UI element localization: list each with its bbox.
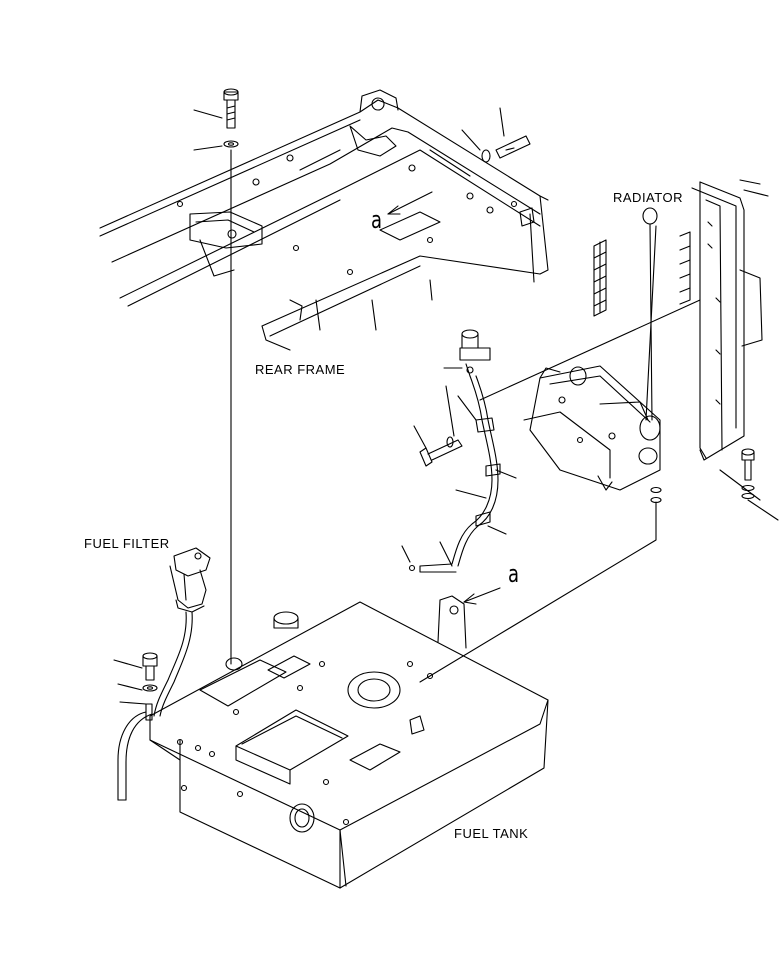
- radiator-tank-mount: [420, 300, 700, 682]
- fuel-hose-assembly: [402, 330, 516, 572]
- radiator-mount-bolt: [742, 449, 778, 520]
- reference-mark-upper: a: [371, 206, 383, 234]
- fuel-filter-drawing: [154, 548, 210, 716]
- reference-mark-lower: a: [508, 560, 520, 588]
- frame-side-bolt: [462, 108, 530, 162]
- fuel-tank-drawing: [150, 596, 548, 888]
- label-fuel-filter: FUEL FILTER: [84, 536, 170, 551]
- frame-mount-bolt: [194, 89, 238, 150]
- drain-hose: [118, 704, 152, 800]
- label-radiator: RADIATOR: [613, 190, 683, 205]
- label-fuel-tank: FUEL TANK: [454, 826, 529, 841]
- reference-arrow-upper: [388, 192, 432, 214]
- reference-arrow-lower: [464, 588, 500, 604]
- label-rear-frame: REAR FRAME: [255, 362, 346, 377]
- radiator-drawing: [524, 180, 768, 500]
- hose-clamp-bolt: [414, 426, 462, 466]
- rear-frame-drawing: [100, 90, 548, 350]
- fuel-tank-left-bolt: [114, 653, 157, 704]
